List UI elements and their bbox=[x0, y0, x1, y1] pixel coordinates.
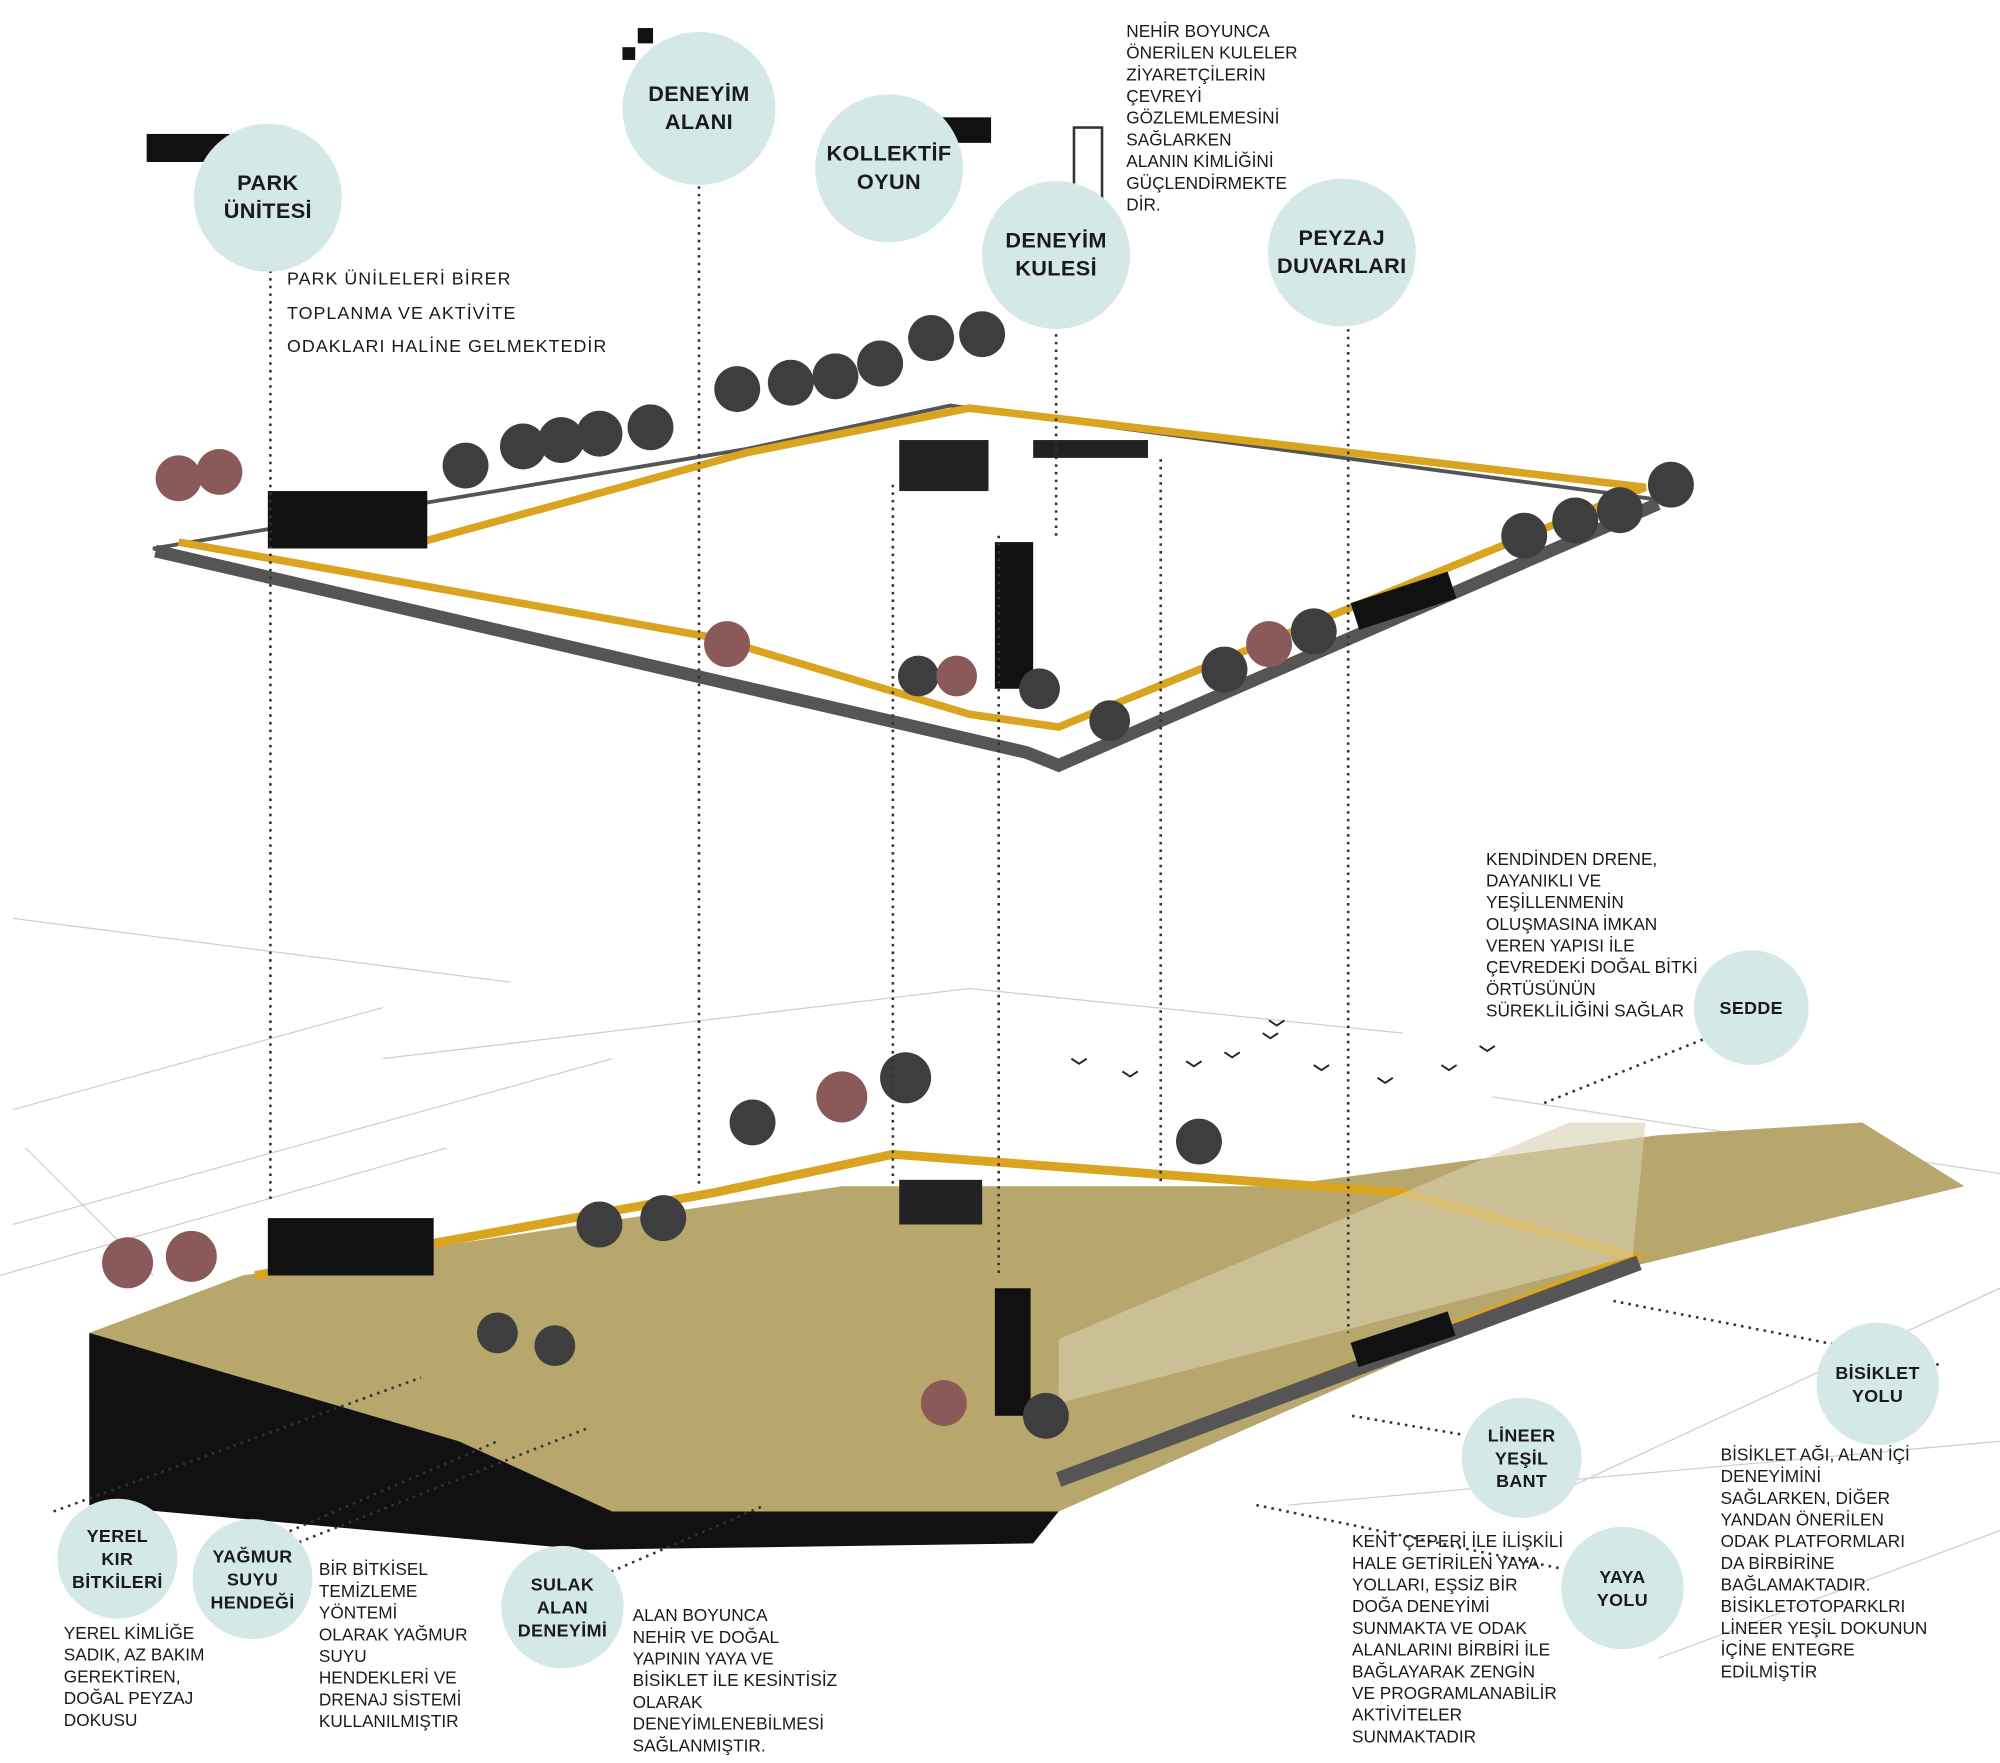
desc-yagmur-suyu: BİR BİTKİSEL TEMİZLEME YÖNTEMİ OLARAK YA… bbox=[318, 1559, 468, 1731]
label-sedde: SEDDE bbox=[1693, 950, 1809, 1066]
collective-play-structure bbox=[899, 440, 989, 492]
desc-yerel-kir: YEREL KİMLİĞE SADIK, AZ BAKIM GEREKTİREN… bbox=[63, 1623, 205, 1730]
label-text: YEREL KIR BİTKİLERİ bbox=[71, 1525, 163, 1592]
label-lineer-yesil-bant: LİNEER YEŞİL BANT bbox=[1461, 1397, 1582, 1518]
label-deneyim-kulesi: DENEYİM KULESİ bbox=[982, 181, 1131, 330]
lower-site bbox=[89, 1052, 1965, 1550]
label-deneyim-alani: DENEYİM ALANI bbox=[622, 31, 776, 185]
label-text: YAYA YOLU bbox=[1596, 1566, 1649, 1610]
label-text: SULAK ALAN DENEYİMİ bbox=[517, 1573, 608, 1641]
label-bisiklet-yolu: BİSİKLET YOLU bbox=[1816, 1322, 1939, 1446]
label-peyzaj-duvarlari: PEYZAJ DUVARLARI bbox=[1267, 178, 1416, 327]
label-text: YAĞMUR SUYU HENDEĞİ bbox=[210, 1545, 295, 1613]
label-text: LİNEER YEŞİL BANT bbox=[1487, 1424, 1556, 1492]
label-text: KOLLEKTİF OYUN bbox=[826, 141, 952, 194]
label-sulak-alan: SULAK ALAN DENEYİMİ bbox=[501, 1545, 624, 1669]
label-text: BİSİKLET YOLU bbox=[1835, 1362, 1920, 1406]
desc-sulak-alan: ALAN BOYUNCA NEHİR VE DOĞAL YAPININ YAYA… bbox=[632, 1605, 838, 1756]
ground-section bbox=[89, 1332, 1059, 1550]
park-unit-building bbox=[267, 491, 428, 549]
label-park-unitesi: PARK ÜNİTESİ bbox=[193, 123, 342, 272]
experience-tower bbox=[994, 542, 1034, 689]
desc-bisiklet-yolu: BİSİKLET AĞI, ALAN İÇİ DENEYİMİNİ SAĞLAR… bbox=[1720, 1445, 1928, 1682]
trees-upper bbox=[155, 311, 1694, 742]
label-text: DENEYİM ALANI bbox=[648, 81, 750, 134]
desc-kule: NEHİR BOYUNCA ÖNERİLEN KULELER ZİYARETÇİ… bbox=[1126, 21, 1298, 215]
park-unit-building-lower bbox=[267, 1218, 434, 1276]
desc-park: PARK ÜNİLELERİ BİRER TOPLANMA VE AKTİVİT… bbox=[286, 267, 608, 356]
upper-platform bbox=[152, 403, 1668, 773]
label-yaya-yolu: YAYA YOLU bbox=[1561, 1526, 1684, 1650]
label-text: PEYZAJ DUVARLARI bbox=[1277, 225, 1407, 279]
desc-sedde: KENDİNDEN DRENE, DAYANIKLI VE YEŞİLLENME… bbox=[1485, 849, 1698, 1021]
label-text: DENEYİM KULESİ bbox=[1005, 228, 1107, 281]
experience-area-icon bbox=[622, 28, 654, 60]
birds bbox=[1070, 1019, 1496, 1085]
label-text: SEDDE bbox=[1719, 997, 1783, 1018]
label-yerel-kir: YEREL KIR BİTKİLERİ bbox=[57, 1498, 178, 1619]
label-yagmur-suyu: YAĞMUR SUYU HENDEĞİ bbox=[192, 1519, 313, 1640]
desc-yaya-yolu: KENT ÇEPERİ İLE İLİŞKİLİ HALE GETİRİLEN … bbox=[1352, 1531, 1564, 1747]
landscape-wall bbox=[1350, 571, 1457, 630]
label-kollektif-oyun: KOLLEKTİF OYUN bbox=[815, 94, 964, 243]
leader-lines bbox=[53, 178, 1940, 1579]
label-text: PARK ÜNİTESİ bbox=[223, 170, 312, 224]
experience-tower-lower bbox=[994, 1288, 1031, 1416]
